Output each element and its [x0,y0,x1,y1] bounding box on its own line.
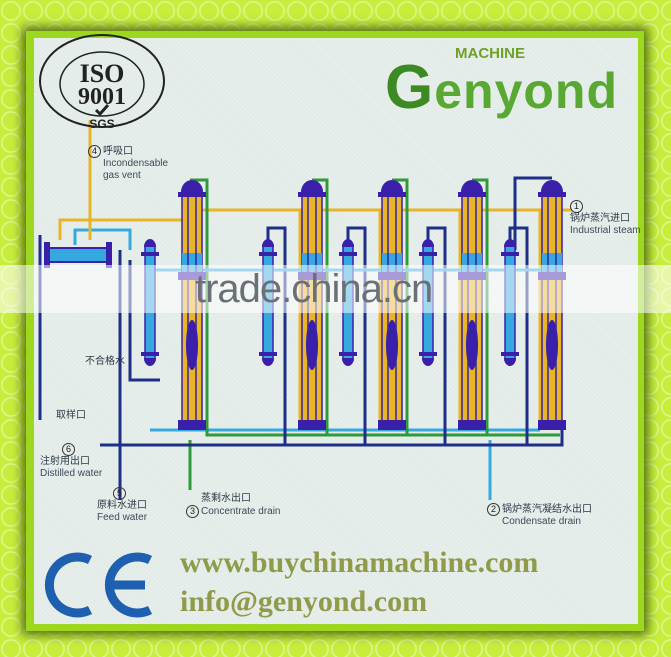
preheater-bottom [342,358,354,366]
column-dome [541,180,563,192]
check-icon [94,104,110,117]
website-text: www.buychinamachine.com [180,546,539,579]
preheater-dome [262,239,274,247]
separator [546,320,558,370]
label-sample: 取样口 [56,410,86,421]
brand-logo: Genyond [385,53,619,122]
column-base [178,420,206,430]
iso-text: ISO [80,59,125,88]
column-dome [461,180,483,192]
flange [419,252,437,256]
iso-number: 9001 [78,84,126,110]
column-dome [381,180,403,192]
preheater-bottom [144,358,156,366]
green-pipe [392,178,409,435]
flange [178,192,206,197]
preheater-bottom [504,358,516,366]
separator [466,320,478,370]
navy-pipe [513,176,552,250]
column-base [298,420,326,430]
separator [306,320,318,370]
green-pipe [312,178,329,435]
flange [538,192,566,197]
flange [298,192,326,197]
flange [339,352,357,356]
preheater-bottom [422,358,434,366]
column-base [538,420,566,430]
column-base [378,420,406,430]
watermark-text: trade.china.cn [195,267,433,311]
steam-pipe [58,218,190,240]
flange [458,192,486,197]
watermark-band: trade.china.cn [0,265,671,313]
diagram-panel [34,38,638,624]
green-pipe [472,178,489,435]
flange [141,352,159,356]
preheater-dome [342,239,354,247]
separator [186,320,198,370]
email-text: info@genyond.com [180,585,428,618]
steam-pipe [200,208,572,420]
flange [141,252,159,256]
preheater-dome [422,239,434,247]
flange [501,252,519,256]
preheater-bottom [262,358,274,366]
flange [259,252,277,256]
sgs-text: SGS [89,117,114,131]
label-steam: 1 锅炉蒸汽进口 Industrial steam [570,200,641,236]
flange [501,352,519,356]
label-reject: 不合格水 [85,356,125,367]
column-dome [181,180,203,192]
flange [378,192,406,197]
flange [259,352,277,356]
separator [386,320,398,370]
preheater-dome [504,239,516,247]
water-pipe [73,228,132,250]
column-base [458,420,486,430]
preheater-dome [144,239,156,247]
label-feed: 5 原料水进口 Feed water [97,487,148,523]
flange [44,242,50,268]
flange [106,242,112,268]
column-dome [301,180,323,192]
flange [339,252,357,256]
label-distilled: 6 注射用出口 Distilled water [40,443,103,479]
brand-machine: MACHINE [455,45,525,62]
flange [419,352,437,356]
